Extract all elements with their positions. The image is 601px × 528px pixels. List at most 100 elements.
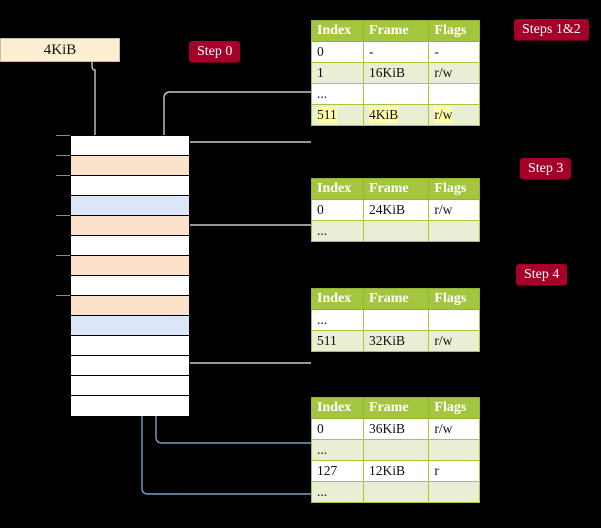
wire-steps-1-2 (163, 91, 311, 250)
column-header-frame: Frame (362, 397, 430, 419)
wire-step-0 (91, 62, 104, 150)
wire-lvl4-0 (147, 333, 311, 444)
cell-flags (428, 439, 480, 461)
memory-row (71, 316, 189, 336)
column-header-flags: Flags (428, 288, 480, 310)
source-frame-box: 4KiB (0, 38, 120, 62)
cell-index: 1 (311, 62, 364, 84)
memory-row (71, 336, 189, 356)
badge-step-3-label: Step 3 (528, 161, 564, 176)
badge-step-0-label: Step 0 (197, 44, 233, 59)
table-row: ... (311, 309, 480, 331)
cell-frame: 12KiB (362, 460, 430, 482)
cell-frame: - (362, 41, 430, 63)
cell-flags: r/w (428, 330, 480, 352)
column-header-frame: Frame (362, 288, 430, 310)
cell-frame: 32KiB (362, 330, 430, 352)
wire-step-4 (168, 317, 311, 364)
badge-step-0: Step 0 (189, 41, 241, 62)
table-row: ... (311, 439, 480, 461)
cell-index: 511 (311, 330, 364, 352)
table-row: ... (311, 83, 480, 105)
cell-flags: r/w (428, 104, 480, 126)
cell-index: 127 (311, 460, 364, 482)
wire-lvl1-511 (168, 140, 311, 150)
badge-step-4-label: Step 4 (524, 267, 560, 282)
memory-row (71, 256, 189, 276)
column-header-index: Index (311, 20, 364, 42)
cell-flags: - (428, 41, 480, 63)
cell-index: 0 (311, 41, 364, 63)
cell-flags: r (428, 460, 480, 482)
memory-row (71, 136, 189, 156)
mem-tick (56, 155, 70, 156)
column-header-index: Index (311, 397, 364, 419)
cell-index: ... (311, 220, 364, 242)
mem-tick (56, 215, 70, 216)
table-row: ... (311, 220, 480, 242)
cell-index: ... (311, 309, 364, 331)
badge-step-4: Step 4 (516, 264, 568, 285)
cell-index: 0 (311, 199, 364, 221)
memory-row (71, 276, 189, 296)
cell-frame (362, 481, 430, 503)
memory-row (71, 156, 189, 176)
cell-index: ... (311, 439, 364, 461)
cell-flags (428, 309, 480, 331)
cell-frame (362, 220, 430, 242)
cell-frame: 16KiB (362, 62, 430, 84)
cell-index: ... (311, 481, 364, 503)
mem-tick (56, 295, 70, 296)
badge-step-3: Step 3 (520, 158, 572, 179)
cell-flags: r/w (428, 199, 480, 221)
memory-row (71, 356, 189, 376)
cell-index: 511 (311, 104, 364, 126)
cell-frame: 4KiB (362, 104, 430, 126)
memory-row (71, 376, 189, 396)
badge-steps-1-2-label: Steps 1&2 (522, 22, 581, 37)
cell-flags (428, 220, 480, 242)
cell-frame (362, 439, 430, 461)
column-header-flags: Flags (428, 397, 480, 419)
memory-row (71, 176, 189, 196)
table-row: 0-- (311, 41, 480, 63)
cell-frame (362, 309, 430, 331)
cell-index: ... (311, 83, 364, 105)
physical-memory-column (70, 135, 190, 416)
column-header-flags: Flags (428, 178, 480, 200)
column-header-flags: Flags (428, 20, 480, 42)
memory-row (71, 236, 189, 256)
wire-lvl4-127 (133, 215, 311, 495)
memory-row (71, 396, 189, 416)
cell-flags: r/w (428, 62, 480, 84)
column-header-frame: Frame (362, 178, 430, 200)
cell-index: 0 (311, 418, 364, 440)
cell-frame: 36KiB (362, 418, 430, 440)
column-header-index: Index (311, 178, 364, 200)
cell-flags (428, 481, 480, 503)
memory-row (71, 216, 189, 236)
source-frame-label: 4KiB (43, 42, 77, 58)
badge-steps-1-2: Steps 1&2 (514, 19, 589, 40)
column-header-index: Index (311, 288, 364, 310)
memory-row (71, 196, 189, 216)
memory-row (71, 296, 189, 316)
mem-tick (56, 135, 70, 136)
cell-flags: r/w (428, 418, 480, 440)
cell-frame: 24KiB (362, 199, 430, 221)
table-row: ... (311, 481, 480, 503)
cell-frame (362, 83, 430, 105)
column-header-frame: Frame (362, 20, 430, 42)
mem-tick (56, 255, 70, 256)
wire-step-3 (176, 224, 311, 290)
